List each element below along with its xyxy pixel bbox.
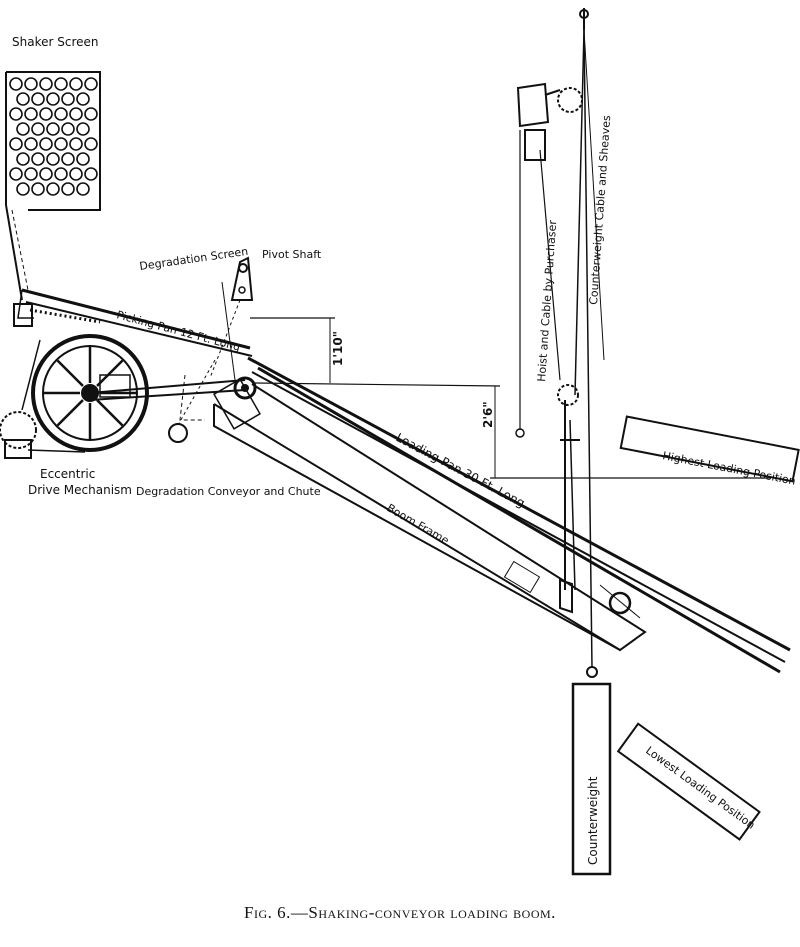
shaker-screen-label: Shaker Screen: [12, 35, 98, 49]
screen-hole: [69, 107, 83, 121]
screen-hole: [61, 92, 75, 106]
loading-pan-label: Loading Pan 30 Ft. Long: [394, 430, 528, 510]
wheel-spoke: [56, 399, 84, 427]
wheel-spoke: [96, 399, 124, 427]
screen-hole: [76, 122, 90, 136]
screen-hole: [84, 107, 98, 121]
screen-hole: [31, 92, 45, 106]
screen-hole: [39, 167, 53, 181]
screen-hole: [76, 92, 90, 106]
screen-hole: [16, 122, 30, 136]
pivot-shaft-bracket: [209, 256, 254, 379]
hoist-cable-label: Hoist and Cable by Purchaser: [535, 219, 559, 382]
hoist-assembly: [515, 82, 583, 591]
picking-pan: [13, 288, 253, 357]
screen-hole: [9, 77, 23, 91]
drive-mechanism-label: Drive Mechanism: [28, 483, 132, 497]
highest-loading-position-bar: [619, 415, 800, 483]
figure-caption: Fig. 6.—Shaking-conveyor loading boom.: [244, 903, 556, 922]
screen-hole: [24, 137, 38, 151]
screen-hole: [46, 122, 60, 136]
degradation-conveyor-label: Degradation Conveyor and Chute: [136, 485, 321, 498]
screen-hole: [31, 122, 45, 136]
screen-hole: [9, 107, 23, 121]
screen-hole: [61, 122, 75, 136]
screen-hole: [9, 167, 23, 181]
screen-hole: [84, 137, 98, 151]
screen-hole: [16, 152, 30, 166]
screen-hole: [54, 167, 68, 181]
shaker-screen: [5, 71, 101, 301]
screen-hole: [61, 152, 75, 166]
degradation-screen-label: Degradation Screen: [139, 245, 249, 273]
screen-hole: [46, 92, 60, 106]
counterweight-block: [571, 682, 612, 876]
screen-hole: [69, 77, 83, 91]
screen-hole: [31, 182, 45, 196]
dimension-1-label: 1'10": [331, 331, 345, 366]
screen-hole: [46, 182, 60, 196]
pivot-shaft-label: Pivot Shaft: [262, 248, 322, 261]
eccentric-label: Eccentric: [40, 467, 95, 481]
motor-gear: [0, 411, 37, 459]
screen-hole: [39, 107, 53, 121]
highest-position-label: Highest Loading Position: [661, 449, 796, 488]
eccentric-drive-wheel: [21, 334, 246, 453]
screen-hole: [24, 77, 38, 91]
screen-hole: [46, 152, 60, 166]
screen-hole: [24, 167, 38, 181]
dimension-2-label: 2'6": [481, 401, 495, 428]
screen-hole: [84, 167, 98, 181]
screen-hole: [31, 152, 45, 166]
screen-hole: [9, 137, 23, 151]
screen-hole: [16, 92, 30, 106]
screen-hole: [54, 107, 68, 121]
screen-hole: [39, 77, 53, 91]
screen-hole: [84, 77, 98, 91]
wheel-spoke: [96, 359, 124, 387]
counterweight-cable: [574, 8, 605, 678]
screen-hole: [69, 137, 83, 151]
screen-hole: [24, 107, 38, 121]
boom-frame: [212, 356, 791, 674]
screen-hole: [76, 182, 90, 196]
lowest-position-label: Lowest Loading Position: [643, 744, 757, 832]
dimension-lines: [250, 317, 770, 479]
screen-hole: [76, 152, 90, 166]
screen-hole: [54, 137, 68, 151]
boom-frame-label: Boom Frame: [385, 501, 452, 547]
screen-hole: [61, 182, 75, 196]
screen-hole: [69, 167, 83, 181]
degradation-conveyor: [168, 281, 236, 443]
picking-pan-label: Picking Pan 12 Ft. Long: [115, 308, 241, 354]
screen-hole: [54, 77, 68, 91]
lowest-loading-position-bar: [616, 722, 761, 841]
counterweight-label: Counterweight: [586, 776, 600, 865]
screen-hole: [39, 137, 53, 151]
screen-hole: [16, 182, 30, 196]
wheel-spoke: [56, 359, 84, 387]
